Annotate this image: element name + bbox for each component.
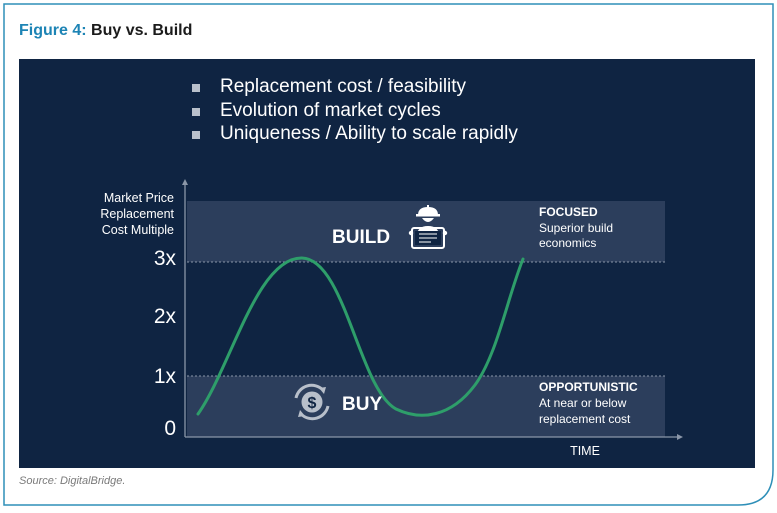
y-axis-title-line: Market Price — [104, 191, 174, 205]
construction-worker-icon — [408, 205, 448, 249]
diagram-panel: Replacement cost / feasibility Evolution… — [19, 59, 755, 468]
y-tick-label: 0 — [164, 417, 176, 440]
build-zone-desc-line: economics — [539, 236, 596, 250]
bullet-square-icon — [192, 84, 200, 92]
y-tick-label: 2x — [154, 305, 177, 328]
build-zone-desc-line: Superior build — [539, 221, 613, 235]
y-tick-label: 3x — [154, 247, 177, 270]
y-axis-title-line: Replacement — [100, 207, 174, 221]
buy-zone-desc-line: At near or below — [539, 396, 627, 410]
source-note: Source: DigitalBridge. — [19, 475, 126, 487]
factor-label: Evolution of market cycles — [220, 99, 441, 121]
y-axis-title-line: Cost Multiple — [102, 223, 174, 237]
buy-label: BUY — [342, 394, 382, 415]
build-zone-heading: FOCUSED — [539, 205, 598, 219]
bullet-square-icon — [192, 107, 200, 116]
dollar-cycle-icon: $ — [294, 383, 330, 421]
buy-zone-desc-line: replacement cost — [539, 412, 631, 426]
build-label: BUILD — [332, 227, 390, 248]
buy-zone-heading: OPPORTUNISTIC — [539, 380, 638, 394]
bullet-square-icon — [192, 131, 200, 139]
factor-item: Replacement cost / feasibility — [189, 75, 518, 99]
factor-item: Evolution of market cycles — [189, 99, 518, 123]
factor-label: Uniqueness / Ability to scale rapidly — [220, 123, 518, 144]
x-axis-label: TIME — [570, 444, 600, 458]
factor-item: Uniqueness / Ability to scale rapidly — [189, 122, 518, 146]
figure-title: Figure 4: Buy vs. Build — [19, 22, 192, 40]
y-tick-label: 1x — [154, 365, 177, 388]
market-cycle-curve — [196, 256, 525, 417]
y-axis — [182, 179, 188, 437]
buy-zone-band — [187, 376, 665, 437]
svg-text:$: $ — [308, 395, 317, 412]
x-axis — [185, 434, 683, 440]
figure-title-text: Buy vs. Build — [91, 22, 193, 39]
diagram-graphic: Market Price Replacement Cost Multiple 3… — [100, 179, 683, 458]
figure-number: Figure 4: — [19, 22, 87, 39]
factor-label: Replacement cost / feasibility — [220, 76, 467, 97]
factor-list: Replacement cost / feasibility Evolution… — [189, 75, 518, 146]
